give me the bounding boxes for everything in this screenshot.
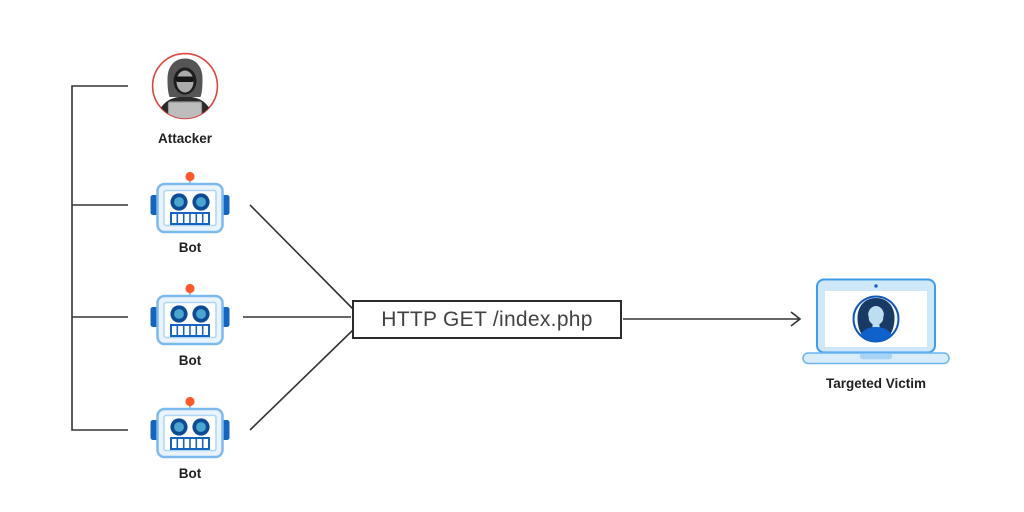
arrowhead-icon <box>790 311 802 327</box>
bot-icon <box>150 282 230 346</box>
http-request-box: HTTP GET /index.php <box>352 300 622 339</box>
bot-icon <box>150 170 230 234</box>
bot-label: Bot <box>178 466 202 481</box>
bot-label: Bot <box>178 353 202 368</box>
victim-laptop-icon <box>802 278 950 365</box>
bot3-to-box-line <box>249 329 354 431</box>
bracket-line <box>71 85 128 431</box>
bot-icon <box>150 395 230 459</box>
victim-avatar <box>857 298 895 342</box>
bot-label: Bot <box>178 240 202 255</box>
victim-label: Targeted Victim <box>825 376 927 391</box>
http-request-label: HTTP GET /index.php <box>381 307 593 331</box>
attacker-label: Attacker <box>157 131 213 146</box>
bot1-to-box-line <box>249 204 354 310</box>
attacker-icon <box>151 52 219 120</box>
